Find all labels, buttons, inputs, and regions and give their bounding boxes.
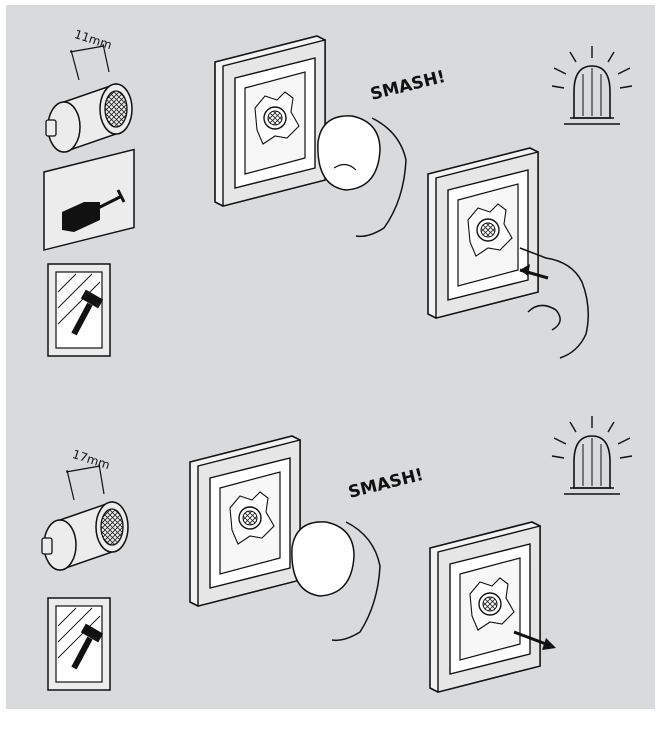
- call-point-box-bottom-right: [430, 522, 540, 692]
- break-glass-hammer-icon: [48, 264, 110, 356]
- call-point-box-top-right: [428, 148, 538, 318]
- call-point-box-bottom-left: [190, 436, 300, 606]
- break-glass-hammer-icon-bottom: [48, 598, 110, 690]
- call-point-box-top-left: [215, 36, 325, 206]
